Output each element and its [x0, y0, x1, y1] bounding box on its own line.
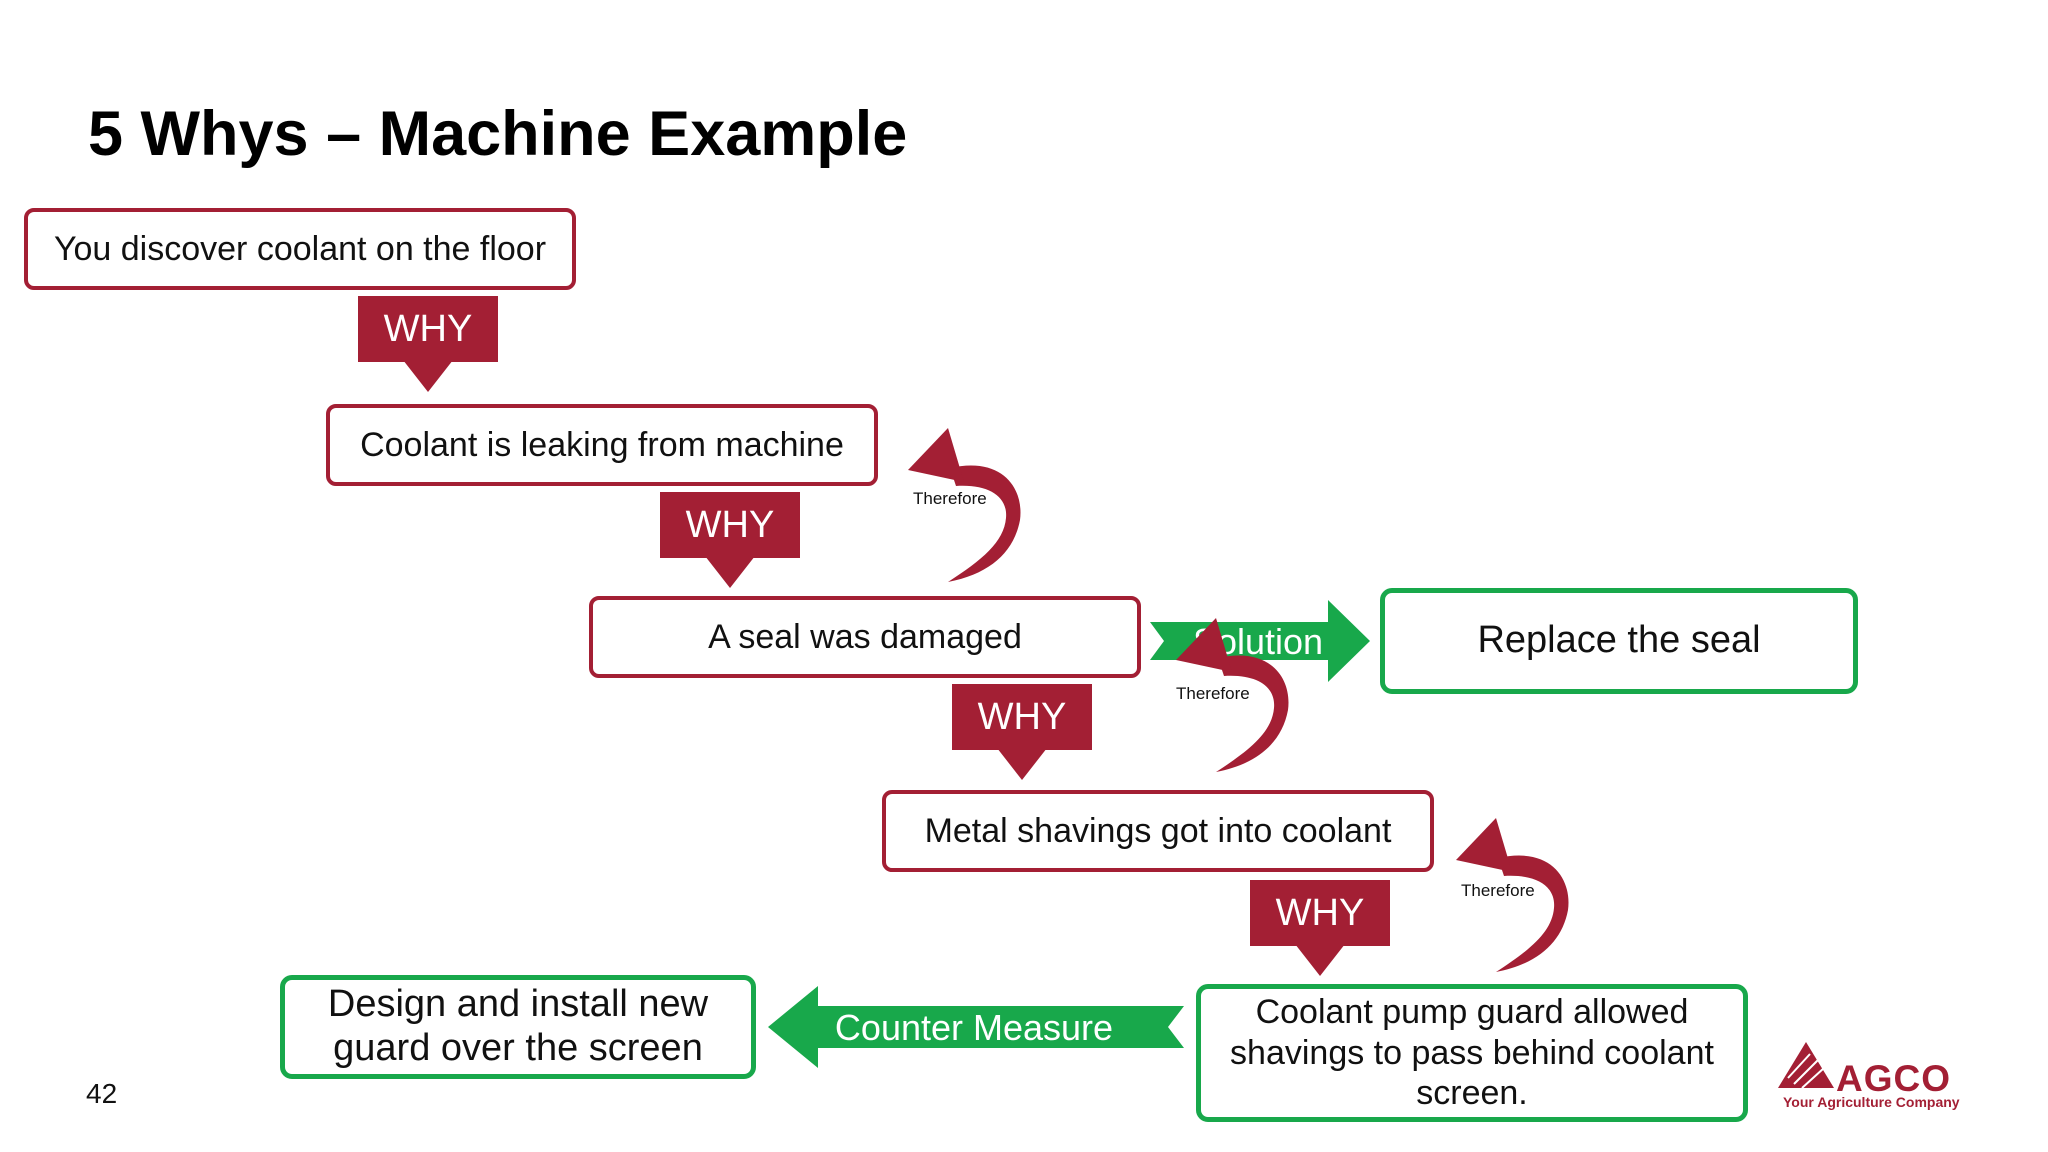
root-cause-box: Coolant pump guard allowed shavings to p…: [1196, 984, 1748, 1122]
curved-arrow-icon: [1496, 855, 1569, 972]
step-box-3: A seal was damaged: [589, 596, 1141, 678]
curved-arrow-icon: [1216, 655, 1289, 772]
why-label-4: WHY: [1250, 880, 1390, 946]
why-arrow-down-icon: [705, 556, 755, 588]
why-label-3: WHY: [952, 684, 1092, 750]
why-arrow-down-icon: [403, 360, 453, 392]
why-arrow-down-icon: [997, 748, 1047, 780]
step-text-2: Coolant is leaking from machine: [360, 425, 844, 464]
why-arrow-1: WHY: [358, 296, 498, 396]
slide-title: 5 Whys – Machine Example: [88, 99, 908, 169]
logo-tagline: Your Agriculture Company: [1783, 1094, 1960, 1110]
why-arrow-2: WHY: [660, 492, 800, 592]
step-text-4: Metal shavings got into coolant: [924, 811, 1392, 850]
curved-arrowhead-icon: [1456, 818, 1512, 872]
page-number: 42: [86, 1078, 118, 1109]
therefore-label-2: Therefore: [1176, 684, 1250, 703]
therefore-label-3: Therefore: [1461, 881, 1535, 900]
counter-measure-arrow: Counter Measure: [768, 986, 1184, 1068]
why-arrow-down-icon: [1295, 944, 1345, 976]
counter-measure-text: Design and install new guard over the sc…: [327, 983, 709, 1069]
step-text-1: You discover coolant on the floor: [53, 229, 547, 268]
solution-box: Replace the seal: [1380, 588, 1858, 694]
step-box-2: Coolant is leaking from machine: [326, 404, 878, 486]
agco-logo: AGCO Your Agriculture Company: [1776, 1038, 1972, 1112]
step-box-1: You discover coolant on the floor: [24, 208, 576, 290]
logo-brand-name: AGCO: [1836, 1058, 1951, 1099]
right-arrow-icon: [1150, 600, 1370, 682]
agco-logo-icon: [1778, 1042, 1834, 1089]
step-box-4: Metal shavings got into coolant: [882, 790, 1434, 872]
curved-arrowhead-icon: [1176, 618, 1232, 672]
why-arrow-3: WHY: [952, 684, 1092, 784]
solution-text: Replace the seal: [1477, 619, 1761, 662]
root-cause-text: Coolant pump guard allowed shavings to p…: [1230, 992, 1714, 1113]
therefore-label-1: Therefore: [913, 489, 987, 508]
therefore-arrow-2: [1176, 618, 1289, 772]
curved-arrowhead-icon: [908, 428, 964, 482]
why-label-2: WHY: [660, 492, 800, 558]
curved-arrow-icon: [948, 465, 1021, 582]
therefore-arrow-3: [1456, 818, 1569, 972]
counter-measure-label: Counter Measure: [835, 1007, 1113, 1048]
step-text-3: A seal was damaged: [708, 617, 1022, 656]
therefore-arrow-1: [908, 428, 1021, 582]
why-label-1: WHY: [358, 296, 498, 362]
left-arrow-icon: [768, 986, 1184, 1068]
why-arrow-4: WHY: [1250, 880, 1390, 980]
counter-measure-box: Design and install new guard over the sc…: [280, 975, 756, 1079]
